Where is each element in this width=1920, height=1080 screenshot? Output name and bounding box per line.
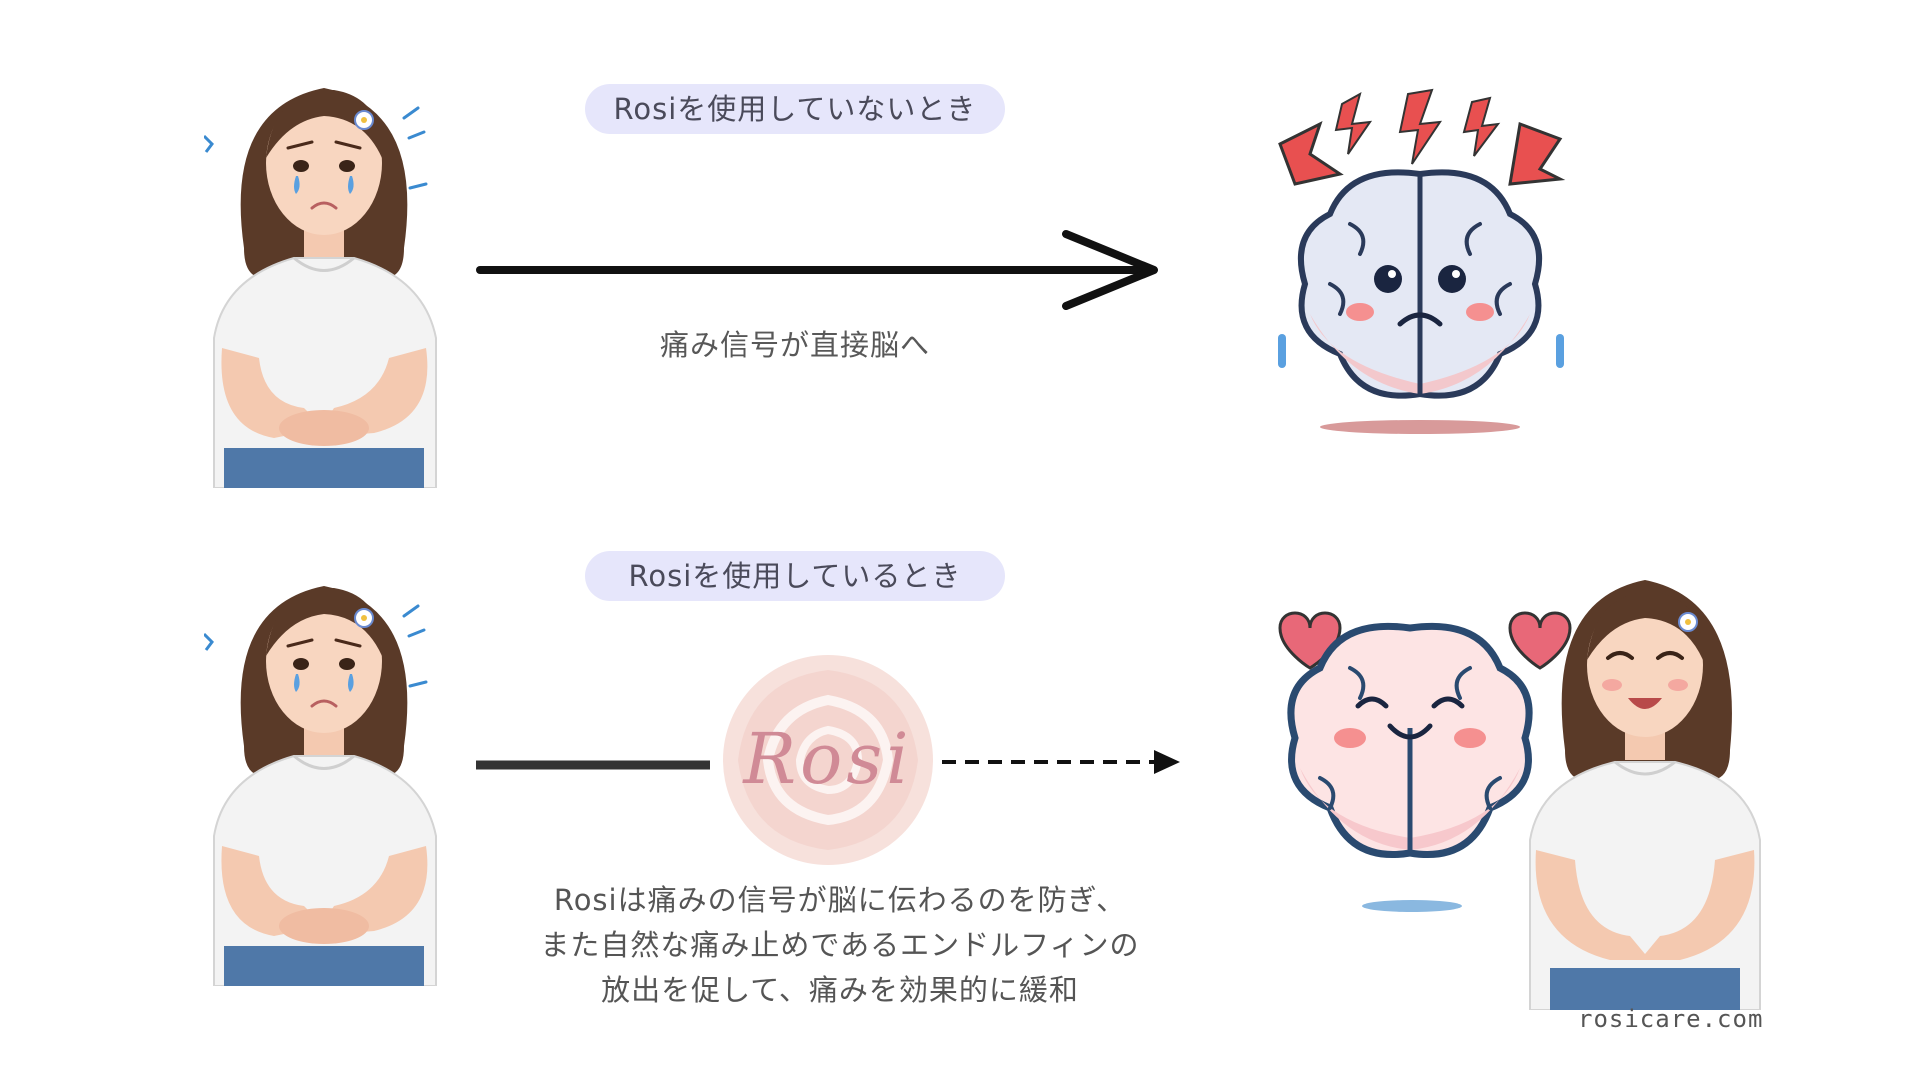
rosi-description: Rosiは痛みの信号が脳に伝わるのを防ぎ、 また自然な痛み止めであるエンドルフィ… — [470, 878, 1210, 1013]
woman-in-pain-bottom — [204, 546, 444, 986]
pain-signal-line — [476, 758, 716, 772]
rosi-rose-logo: Rosi — [708, 640, 948, 880]
label-without-rosi: Rosiを使用していないとき — [585, 84, 1005, 134]
happy-woman — [1520, 540, 1770, 1010]
description-line-2: また自然な痛み止めであるエンドルフィンの — [540, 928, 1140, 962]
sad-brain-icon — [1260, 84, 1580, 444]
description-line-3: 放出を促して、痛みを効果的に緩和 — [601, 973, 1079, 1007]
label-with-rosi: Rosiを使用しているとき — [585, 551, 1005, 601]
happy-brain-icon — [1240, 588, 1580, 928]
rosi-logo-text: Rosi — [743, 718, 913, 800]
caption-direct-signal: 痛み信号が直接脳へ — [659, 328, 930, 362]
woman-in-pain-top — [204, 48, 444, 488]
direct-pain-signal-arrow — [476, 228, 1166, 318]
site-watermark: rosicare.com — [1578, 1005, 1764, 1033]
description-line-1: Rosiは痛みの信号が脳に伝わるのを防ぎ、 — [553, 883, 1127, 917]
reduced-signal-dashed-arrow — [940, 746, 1190, 778]
